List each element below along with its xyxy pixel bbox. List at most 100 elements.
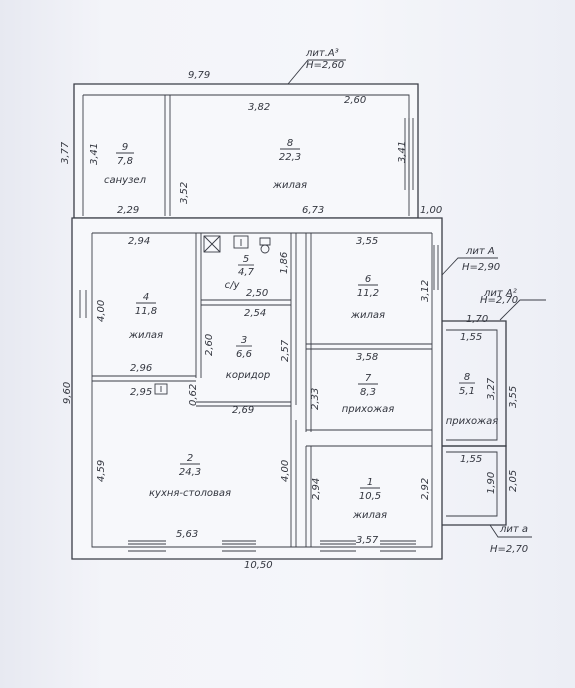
dim-top-total: 9,79 [188, 70, 210, 81]
dim-r8-right: 3,41 [397, 141, 408, 163]
dim-r2-right: 4,00 [280, 460, 291, 482]
dim-r8b-top: 1,55 [460, 332, 482, 343]
leader-a [441, 257, 498, 276]
dim-r8-top-b: 2,60 [344, 95, 366, 106]
partition-2-right [290, 405, 297, 547]
partition-3-2 [196, 401, 291, 407]
partition-6-7 [306, 343, 432, 350]
liter-a-lower-inner [446, 451, 498, 517]
room-9-area: 7,8 [117, 156, 133, 167]
room-4-name: жилая [128, 330, 163, 341]
dim-left-total: 9,60 [62, 382, 73, 404]
room-8b-area: 5,1 [459, 386, 475, 397]
window-marks [79, 118, 439, 552]
room-2-number: 2 [187, 453, 193, 464]
dim-a-h: 1,90 [486, 472, 497, 494]
room-5-number: 5 [243, 254, 249, 265]
dimensions-vertical: 3,77 3,41 3,52 3,41 4,00 1,86 2,60 2,57 … [60, 141, 519, 500]
room-2-area: 24,3 [179, 467, 201, 478]
dim-r8b-h: 3,27 [486, 377, 497, 400]
liter-a3-height: H=2,60 [306, 60, 344, 71]
liter-a3-name: лит.А³ [305, 48, 339, 59]
room-8-number: 8 [287, 138, 293, 149]
leader-a3 [287, 59, 346, 85]
room-7-name: прихожая [342, 404, 395, 415]
dim-r4-left: 4,00 [96, 300, 107, 322]
liter-a-name: лит А [465, 246, 495, 257]
dim-r8-left: 3,52 [179, 182, 190, 204]
dim-bottom-total: 10,50 [244, 560, 273, 571]
dim-r7-top: 3,58 [356, 352, 378, 363]
leader-a2 [499, 299, 546, 321]
leader-a-lower [489, 524, 532, 538]
dim-r2-top: 2,95 [130, 387, 152, 398]
room-4-number: 4 [143, 292, 149, 303]
partition-4-2 [92, 375, 196, 382]
room-7-number: 7 [365, 373, 372, 384]
partition-5-3 [201, 299, 291, 306]
room-4-area: 11,8 [135, 306, 157, 317]
room-6-name: жилая [350, 310, 385, 321]
room-1-name: жилая [352, 510, 387, 521]
dim-r3-small: 0,62 [188, 384, 199, 406]
liter-a-lower-outline [442, 445, 507, 526]
partition-9-8 [164, 95, 171, 216]
partition-col-a [290, 233, 297, 405]
partition-7-1 [306, 429, 432, 447]
liter-a-height: H=2,90 [462, 262, 500, 273]
room-8-name: жилая [272, 180, 307, 191]
partition-6-left [305, 233, 312, 432]
dimensions-horizontal: 9,79 3,82 2,60 2,29 6,73 1,00 2,94 3,55 … [117, 70, 488, 571]
room-labels: 9 7,8 санузел 8 22,3 жилая 5 4,7 с/у 4 1… [104, 138, 498, 521]
dim-r9-w: 2,29 [117, 205, 139, 216]
liter-a-outline [71, 217, 443, 560]
dim-r3-h: 2,60 [204, 334, 215, 356]
dim-r5-h: 1,86 [279, 252, 290, 274]
room-9-number: 9 [122, 142, 128, 153]
room-1-area: 10,5 [359, 491, 381, 502]
dim-r3-right: 2,57 [280, 339, 291, 362]
fixture-sink [154, 383, 168, 395]
dim-r2-left: 4,59 [96, 460, 107, 482]
liter-a-lower-height: H=2,70 [490, 544, 528, 555]
dim-r6-top: 3,55 [356, 236, 378, 247]
dim-r8-top-a: 3,82 [248, 102, 270, 113]
liter-a-lower-name: лит а [499, 524, 528, 535]
dim-a2-total: 3,55 [508, 386, 519, 408]
dim-r3-bottom: 2,69 [232, 405, 254, 416]
room-9-name: санузел [104, 175, 147, 186]
dim-r5-bottom: 2,50 [246, 288, 268, 299]
dim-r7-left: 2,33 [310, 388, 321, 410]
dim-a2-top: 1,70 [466, 314, 488, 325]
room-5-name: с/у [225, 280, 241, 291]
room-3-area: 6,6 [236, 349, 252, 360]
dim-r1-right: 2,92 [420, 478, 431, 500]
dim-a-total: 2,05 [508, 470, 519, 492]
room-8b-name: прихожая [446, 416, 499, 427]
dim-left-top: 3,77 [60, 141, 71, 164]
dim-r1-bottom: 3,57 [356, 535, 379, 546]
room-3-name: коридор [226, 370, 270, 381]
dim-r3-top: 2,54 [244, 308, 266, 319]
dim-r4-top: 2,94 [128, 236, 150, 247]
dim-r1-left: 2,94 [311, 478, 322, 500]
room-5-area: 4,7 [238, 267, 255, 278]
room-6-number: 6 [365, 274, 371, 285]
liter-a2-inner [446, 329, 498, 441]
dim-r9-h: 3,41 [89, 143, 100, 165]
partition-1-left [305, 446, 312, 547]
liter-a2-height: H=2,70 [480, 295, 518, 306]
dim-r2-bottom: 5,63 [176, 529, 198, 540]
room-8b-number: 8 [464, 372, 470, 383]
room-2-name: кухня-столовая [149, 488, 231, 499]
dim-mid-right: 1,00 [420, 205, 442, 216]
liter-a2-name: лит А² [483, 288, 517, 299]
room-6-area: 11,2 [357, 288, 379, 299]
dim-a-top: 1,55 [460, 454, 482, 465]
partition-4-5 [195, 233, 202, 378]
room-3-number: 3 [241, 335, 247, 346]
room-8-area: 22,3 [279, 152, 301, 163]
fixtures-su [203, 235, 271, 254]
